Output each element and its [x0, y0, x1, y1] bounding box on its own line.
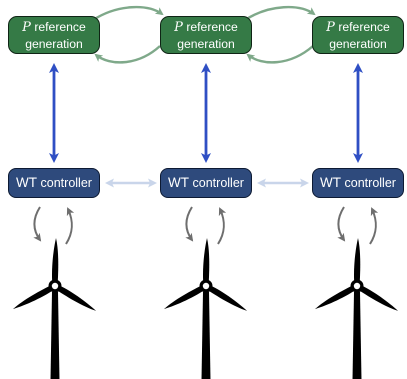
ref-line1: reference — [186, 20, 238, 34]
ref-link-2-3 — [244, 5, 316, 64]
controller-label: controller — [40, 176, 92, 190]
wt-abbr: WT — [168, 175, 190, 190]
ref-link-1-2 — [92, 5, 164, 64]
wt-controller-box-2: WT controller — [160, 168, 252, 198]
ref-line2: generation — [329, 37, 387, 51]
ctrl-turbine-link-1 — [33, 206, 75, 245]
ref-line2: generation — [177, 37, 235, 51]
wt-controller-box-1: WT controller — [8, 168, 100, 198]
ctrl-turbine-link-3 — [337, 206, 379, 245]
wt-abbr: WT — [16, 175, 38, 190]
ref-line2: generation — [25, 37, 83, 51]
ref-line1: reference — [34, 20, 86, 34]
ref-generation-box-2: P reference generation — [160, 16, 252, 54]
power-symbol: P — [326, 20, 335, 35]
ref-generation-box-1: P reference generation — [8, 16, 100, 54]
power-symbol: P — [174, 20, 183, 35]
controller-label: controller — [192, 176, 244, 190]
wind-turbine-icon — [11, 238, 99, 379]
wt-abbr: WT — [320, 175, 342, 190]
ref-generation-box-3: P reference generation — [312, 16, 404, 54]
wind-turbine-icon — [313, 238, 401, 379]
ref-line1: reference — [338, 20, 390, 34]
wt-controller-box-3: WT controller — [312, 168, 404, 198]
power-symbol: P — [22, 20, 31, 35]
ctrl-turbine-link-2 — [185, 206, 227, 245]
controller-label: controller — [344, 176, 396, 190]
wind-turbine-icon — [162, 238, 250, 379]
